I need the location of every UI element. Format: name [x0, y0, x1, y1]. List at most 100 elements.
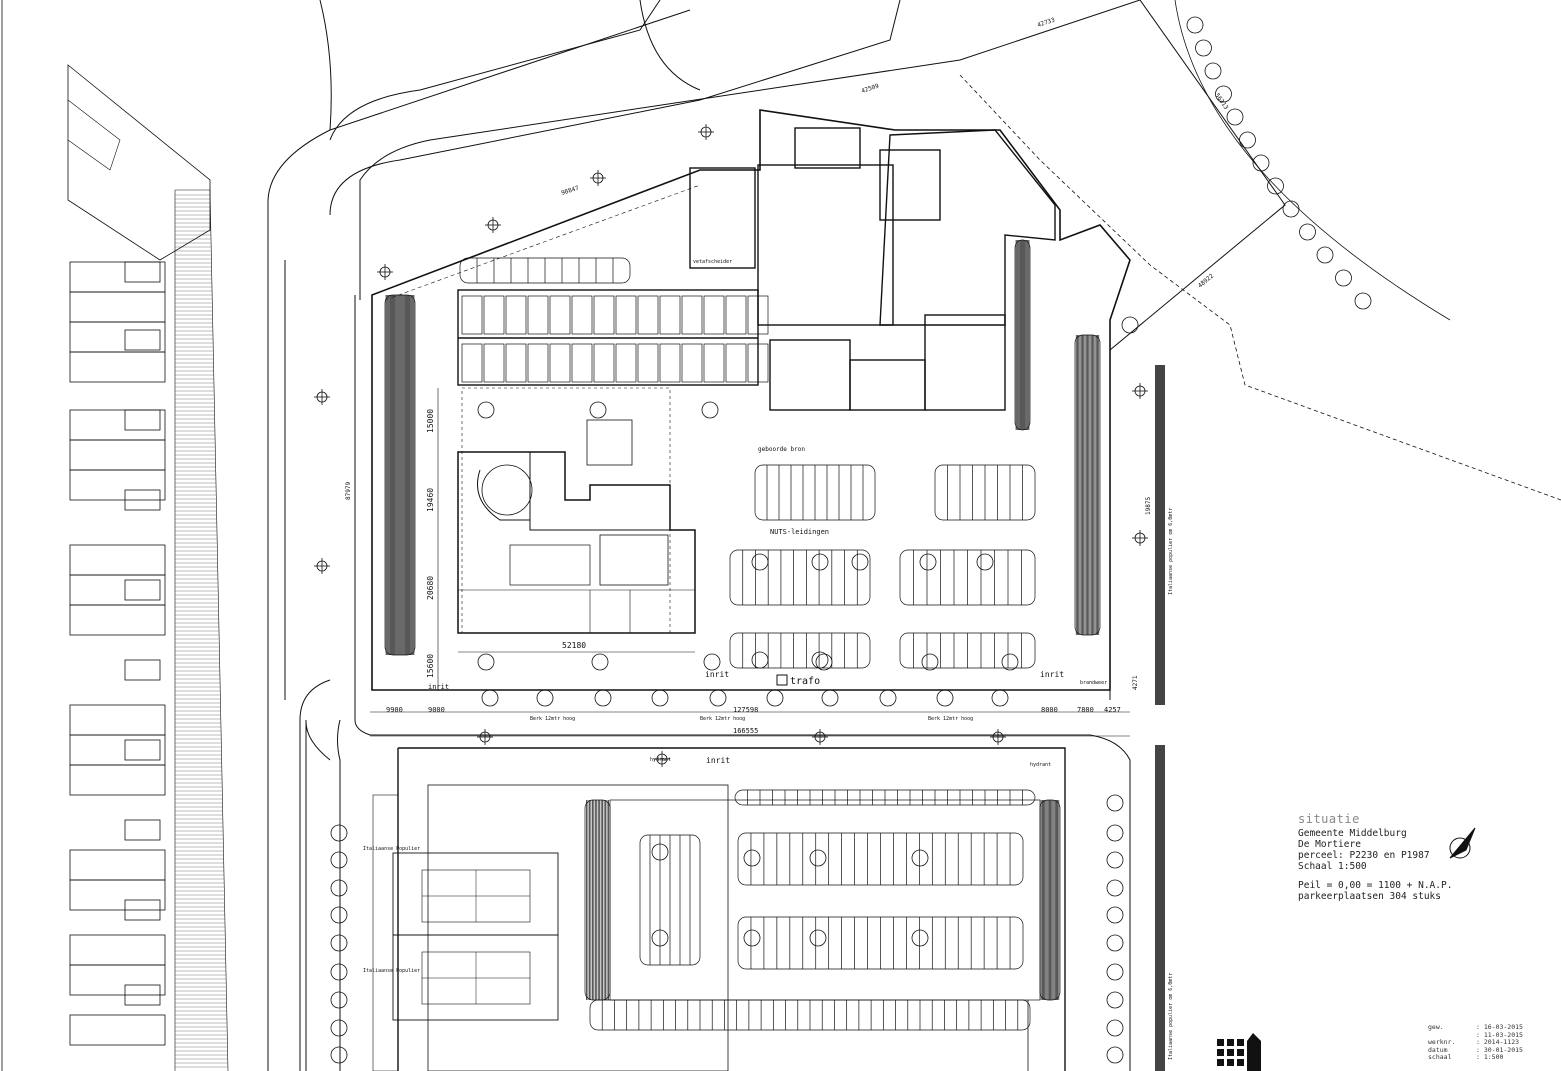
room: [483, 343, 505, 383]
site-boundary-south: [398, 747, 1066, 1071]
tree-icon: [1316, 246, 1334, 264]
courtyard-wing: [457, 387, 696, 634]
room: [659, 343, 681, 383]
scale: Schaal 1:500: [1298, 861, 1367, 872]
room: [703, 343, 725, 383]
parcel: perceel: P2230 en P1987: [1298, 850, 1430, 861]
tree-icon: [330, 851, 348, 869]
tree-icon: [330, 1046, 348, 1064]
dim-127598: 127598: [733, 706, 758, 714]
dim-19875: 19875: [1145, 497, 1152, 515]
lamp-post-icon: [377, 264, 393, 280]
room: [747, 295, 769, 335]
tree-icon: [477, 401, 495, 419]
room: [571, 295, 593, 335]
tree-icon: [536, 689, 554, 707]
project-name: De Mortiere: [1298, 839, 1361, 850]
tree-icon: [751, 553, 769, 571]
tree-icon: [1106, 794, 1124, 812]
dim-42509: 42509: [860, 83, 880, 95]
populier-rij-label: Italiaanse populier om 6,0mtr: [1168, 508, 1174, 595]
tree-icon: [1106, 851, 1124, 869]
tree-icon: [1001, 653, 1019, 671]
tree-icon: [589, 401, 607, 419]
tree-icon: [811, 553, 829, 571]
room: [505, 295, 527, 335]
tree-icon: [1267, 177, 1284, 195]
trafo-label: trafo: [790, 676, 820, 687]
tree-icon: [991, 689, 1009, 707]
tennis-court-1: [392, 852, 559, 936]
bron-label: geboorde bron: [758, 446, 805, 453]
tree-icon: [330, 906, 348, 924]
dim-166555: 166555: [733, 727, 758, 735]
tree-icon: [1106, 991, 1124, 1009]
tree-icon: [651, 843, 669, 861]
dim-7800: 7800: [1077, 706, 1094, 714]
tree-icon: [821, 689, 839, 707]
tree-icon: [1106, 1019, 1124, 1037]
tree-icon: [911, 849, 929, 867]
berk-label-2: Berk 12mtr hoog: [700, 716, 745, 722]
tree-icon: [921, 653, 939, 671]
dim-4257: 4257: [1104, 706, 1121, 714]
dim-8000: 8000: [1041, 706, 1058, 714]
tree-icon: [743, 849, 761, 867]
tree-icon: [1106, 934, 1124, 952]
hydrant-label-1: hydrant: [650, 757, 671, 763]
tree-icon: [811, 651, 829, 669]
dim-19460: 19460: [426, 488, 435, 512]
dim-15600: 15600: [426, 654, 435, 678]
drawing-title: situatie: [1298, 812, 1360, 826]
tree-icon: [1204, 62, 1222, 80]
tree-icon: [330, 824, 348, 842]
dim-42733: 42733: [1036, 17, 1056, 29]
revision-row: schaal: 1:500: [1428, 1053, 1504, 1062]
tree-icon: [1239, 131, 1256, 149]
tree-icon: [481, 689, 499, 707]
tree-icon: [976, 553, 994, 571]
tree-icon: [766, 689, 784, 707]
populier-label-1: Italiaanse Populier: [363, 846, 420, 852]
populier-rij-label-2: Italiaanse populier om 6,0mtr: [1168, 973, 1174, 1060]
tree-icon: [651, 929, 669, 947]
lamp-post-icon: [485, 217, 501, 233]
tree-icon: [1299, 223, 1316, 241]
tree-icon: [919, 553, 937, 571]
room: [615, 343, 637, 383]
revision-row: gew.: 16-03-2015: [1428, 1023, 1523, 1031]
lamp-post-icon: [477, 729, 493, 745]
inrit-label-1: inrit: [705, 670, 729, 679]
room: [637, 295, 659, 335]
existing-building-topleft: [67, 64, 211, 261]
dim-52180: 52180: [562, 641, 586, 650]
dim-4271: 4271: [1132, 675, 1139, 690]
room: [593, 295, 615, 335]
tree-icon: [330, 1019, 348, 1037]
nuts-label: NUTS-leidingen: [770, 528, 829, 536]
tree-icon: [1106, 824, 1124, 842]
tree-icon: [809, 929, 827, 947]
lamp-post-icon: [314, 389, 330, 405]
tree-icon: [330, 963, 348, 981]
tennis-court-2: [392, 934, 559, 1021]
inrit-label-4: inrit: [428, 683, 449, 691]
level-reference: Peil = 0,00 = 1100 + N.A.P.: [1298, 880, 1453, 891]
lamp-post-icon: [812, 729, 828, 745]
room: [593, 343, 615, 383]
dim-9900: 9900: [386, 706, 403, 714]
dim-87979: 87979: [345, 482, 352, 500]
revision-row: : 11-03-2015: [1476, 1030, 1523, 1039]
tree-icon: [1282, 200, 1300, 218]
tree-icon: [594, 689, 612, 707]
tree-icon: [743, 929, 761, 947]
care-building: [457, 127, 1056, 411]
tree-icon: [703, 653, 721, 671]
tree-icon: [1186, 16, 1204, 34]
tree-icon: [1252, 154, 1270, 172]
room: [703, 295, 725, 335]
brandweer-label: brandweer: [1080, 680, 1107, 686]
municipality: Gemeente Middelburg: [1298, 828, 1407, 839]
dimension-lines: [370, 388, 1130, 737]
lamp-post-icon: [1132, 530, 1148, 546]
